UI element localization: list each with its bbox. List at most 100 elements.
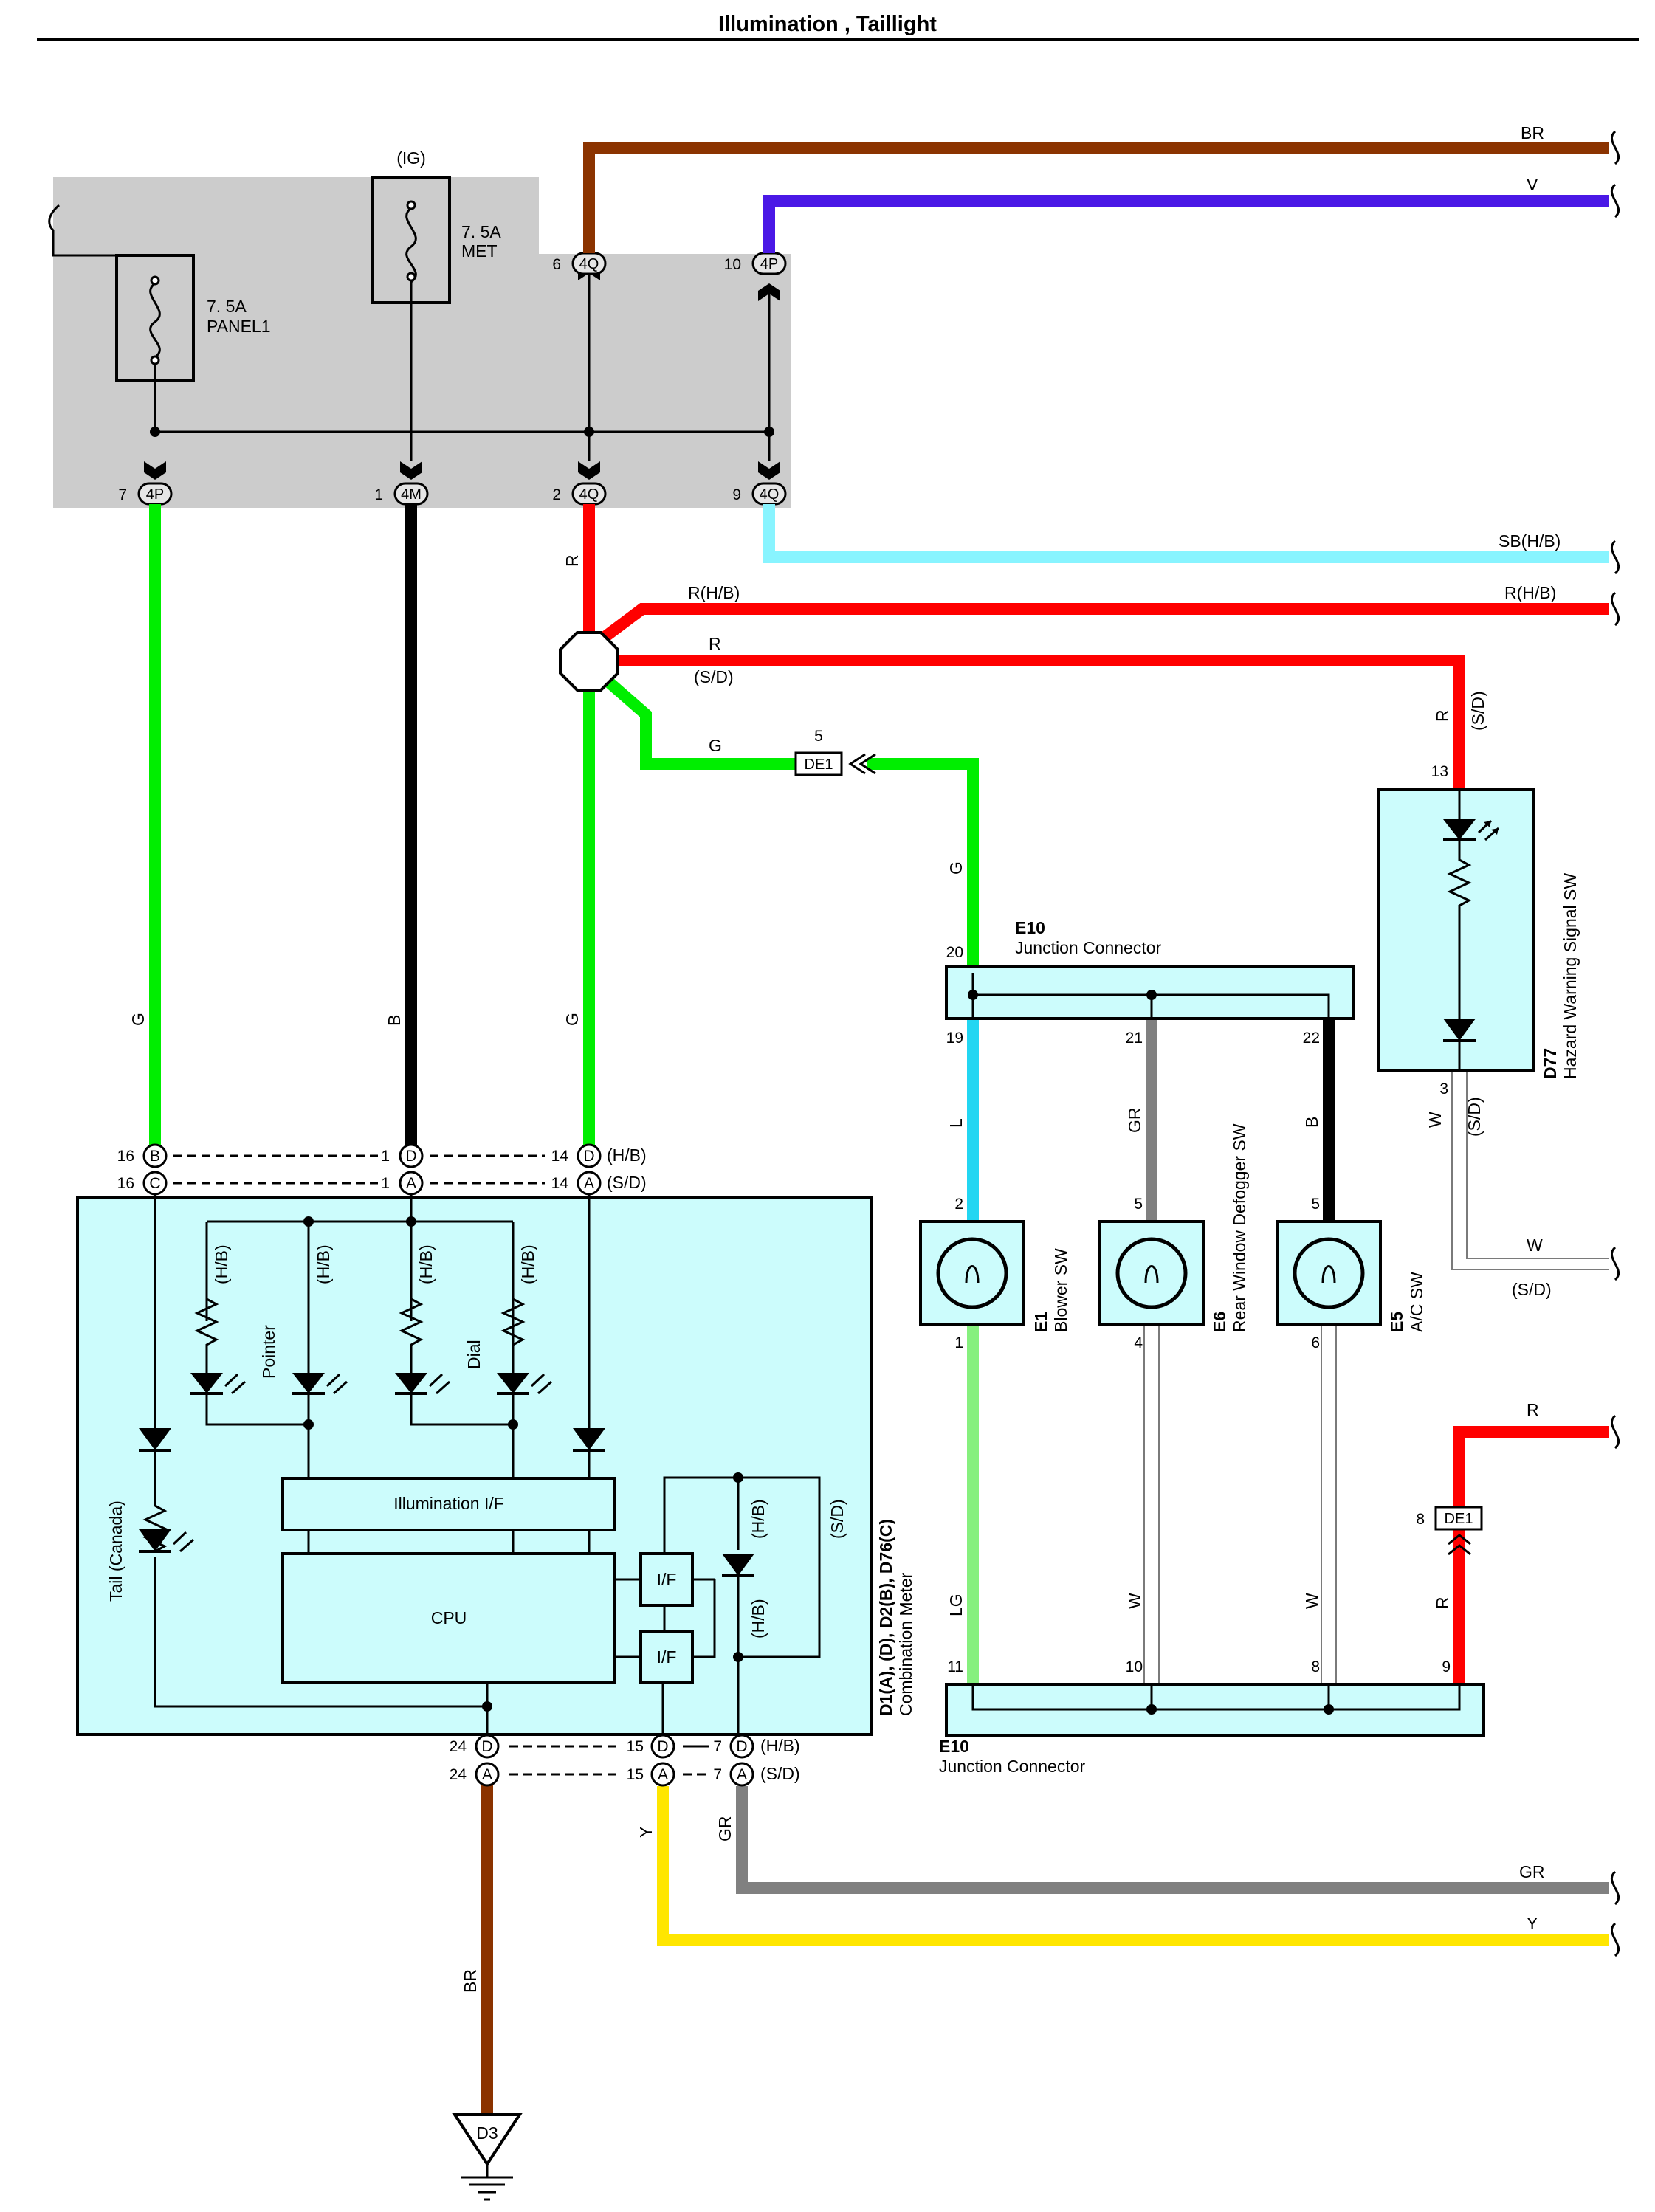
e10-pin-9: 9 — [1442, 1658, 1451, 1675]
hb-label-6: (H/B) — [749, 1599, 768, 1639]
meter-pin-D24: D — [481, 1738, 492, 1755]
if-upper-label: I/F — [657, 1570, 677, 1589]
e10-bottom-code: E10 — [939, 1737, 969, 1756]
fuse-block — [53, 177, 791, 508]
e10-pin-19: 19 — [946, 1030, 963, 1047]
label-g-e10: G — [946, 861, 966, 875]
wire-break-marks — [1610, 130, 1620, 1957]
meter-pin-24d: 24 — [450, 1738, 467, 1755]
label-w-e5: W — [1302, 1593, 1321, 1609]
meter-pin-A1: A — [406, 1175, 416, 1192]
meter-pin-7d: 7 — [713, 1738, 722, 1755]
wire-sb — [763, 504, 1609, 563]
label-r-right: R — [1527, 1400, 1539, 1419]
e5-name: A/C SW — [1407, 1272, 1426, 1332]
meter-top-hb: (H/B) — [607, 1145, 647, 1165]
dial-label: Dial — [464, 1340, 484, 1369]
meter-pin-D14: D — [583, 1148, 594, 1165]
meter-pin-16c: 16 — [117, 1175, 134, 1192]
meter-led-rays — [172, 1373, 552, 1553]
wire-r-sd — [616, 655, 1465, 790]
label-gr-right: GR — [1519, 1862, 1545, 1881]
label-r-hb-left: R(H/B) — [688, 583, 740, 602]
switch-e6 — [1098, 1220, 1205, 1326]
e1-pin-bot: 1 — [954, 1334, 963, 1351]
illumination-if-block — [281, 1477, 616, 1531]
label-w-d77: W — [1425, 1112, 1445, 1128]
label-r-sd: R — [709, 634, 721, 653]
label-sb: SB(H/B) — [1499, 531, 1561, 551]
bus-junctions — [150, 427, 774, 437]
met-name: MET — [461, 241, 498, 261]
meter-pin-1a: 1 — [381, 1175, 390, 1192]
meter-pin-C: C — [149, 1175, 160, 1192]
meter-pin-A14: A — [584, 1175, 594, 1192]
label-w-e6: W — [1125, 1593, 1144, 1609]
wire-r-right — [1453, 1426, 1609, 1684]
cpu-label: CPU — [431, 1608, 467, 1627]
meter-pin-A24: A — [482, 1766, 492, 1783]
pin-7: 7 — [118, 486, 127, 503]
pin-9: 9 — [732, 486, 741, 503]
label-lg: LG — [946, 1593, 966, 1616]
e6-pin-bot: 4 — [1134, 1334, 1143, 1351]
label-g-left: G — [128, 1013, 148, 1026]
hb-label-1: (H/B) — [212, 1244, 231, 1284]
d77-code: D77 — [1541, 1048, 1560, 1079]
e1-code: E1 — [1031, 1312, 1050, 1332]
de1-pin-5: 5 — [814, 728, 823, 745]
d77-hazard-switch — [1377, 788, 1535, 1072]
de1-top-label: DE1 — [805, 757, 833, 773]
hb-label-5: (H/B) — [749, 1499, 768, 1539]
if-lower-label: I/F — [657, 1647, 677, 1667]
meter-name: Combination Meter — [896, 1572, 915, 1716]
label-r-vertical: R — [562, 554, 582, 567]
label-sd-w: (S/D) — [1465, 1097, 1484, 1137]
bottom-connector-arrows — [144, 461, 780, 480]
c4q-top-label: 4Q — [579, 256, 599, 272]
meter-top-dashes — [173, 1154, 709, 1776]
meter-pin-A7: A — [737, 1766, 747, 1783]
meter-pin-16b: 16 — [117, 1148, 134, 1165]
meter-pin-15d: 15 — [627, 1738, 644, 1755]
hb-label-2: (H/B) — [314, 1244, 333, 1284]
label-b-left: B — [385, 1015, 404, 1026]
if-block-upper — [639, 1552, 694, 1607]
label-br-top: BR — [1521, 123, 1544, 142]
c4p-bottom-label: 4P — [146, 486, 164, 503]
meter-pin-14a: 14 — [551, 1175, 569, 1192]
diagram-title: Illumination , Taillight — [718, 13, 937, 36]
meter-top-sd: (S/D) — [607, 1173, 647, 1192]
meter-codes: D1(A), (D), D2(B), D76(C) — [876, 1519, 895, 1716]
label-r-de1: R — [1433, 1596, 1452, 1609]
switch-e1 — [919, 1220, 1025, 1326]
e5-pin-top: 5 — [1311, 1196, 1320, 1213]
label-b-e5: B — [1302, 1117, 1321, 1128]
de1-bottom-label: DE1 — [1445, 1511, 1473, 1527]
e10-pin-11: 11 — [947, 1658, 963, 1675]
hb-label-4: (H/B) — [518, 1244, 537, 1284]
c4p-top-label: 4P — [760, 256, 778, 272]
meter-pin-D1: D — [405, 1148, 416, 1165]
de1-pin-8: 8 — [1416, 1511, 1425, 1528]
e5-pin-bot: 6 — [1311, 1334, 1320, 1351]
ground-d3 — [452, 2113, 523, 2201]
meter-pin-14d: 14 — [551, 1148, 569, 1165]
meter-pin-B: B — [150, 1148, 160, 1165]
e10-bottom-dots — [1146, 1704, 1334, 1715]
meter-pin-D15: D — [657, 1738, 668, 1755]
label-sd-w-right: (S/D) — [1512, 1280, 1552, 1299]
label-g-de1: G — [709, 736, 722, 755]
e10-pin-20: 20 — [946, 944, 963, 961]
pointer-label: Pointer — [259, 1325, 278, 1379]
label-br-ground: BR — [461, 1969, 480, 1993]
e6-pin-top: 5 — [1134, 1196, 1143, 1213]
e5-code: E5 — [1387, 1312, 1406, 1332]
pin-10: 10 — [724, 256, 741, 273]
meter-pin-A15: A — [658, 1766, 668, 1783]
meter-pin-15a: 15 — [627, 1766, 644, 1783]
ig-label: (IG) — [396, 148, 426, 168]
wire-break-left — [48, 204, 155, 257]
d77-pin-13: 13 — [1431, 763, 1448, 780]
